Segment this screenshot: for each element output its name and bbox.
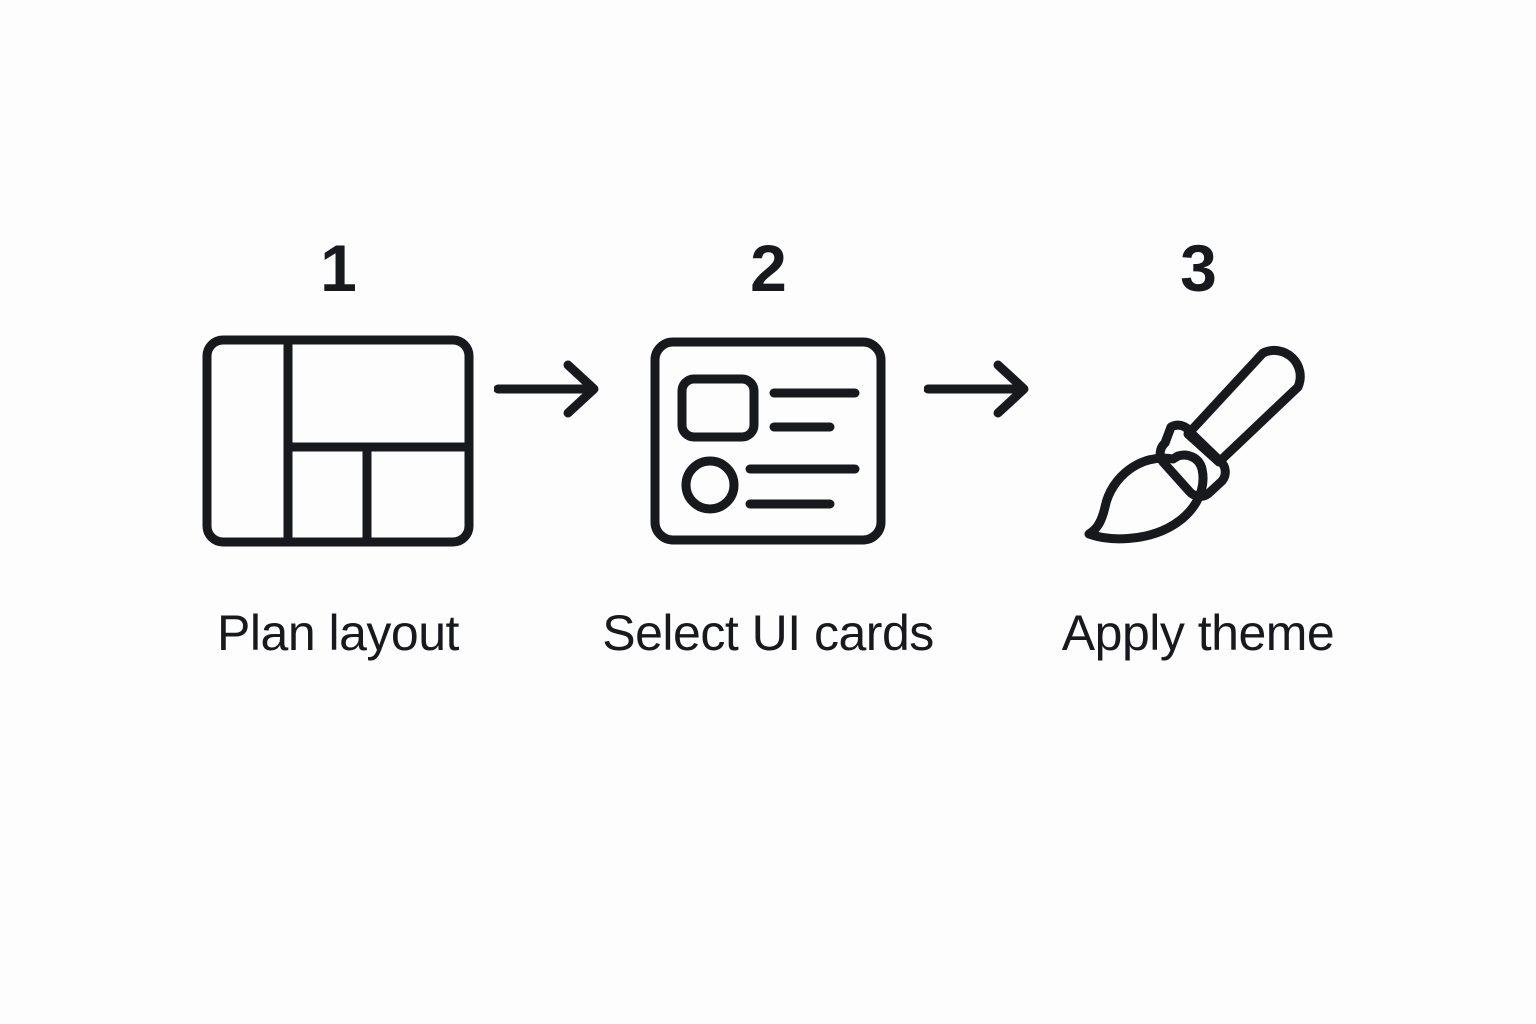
step-3-number: 3 (1180, 231, 1217, 305)
connector-2 (918, 232, 1048, 546)
step-2[interactable]: 2 Select UI cards (602, 231, 934, 658)
step-1-label: Plan layout (217, 605, 459, 661)
arrow-right-icon (494, 360, 599, 418)
process-flow-steps: 1 Plan layout (0, 232, 1536, 658)
layout-grid-icon (202, 335, 474, 547)
step-1[interactable]: 1 Plan layout (188, 232, 488, 658)
arrow-right-icon (924, 360, 1029, 418)
step-3-label: Apply theme (1061, 605, 1335, 661)
step-2-label: Select UI cards (602, 605, 934, 661)
connector-1 (488, 232, 618, 546)
step-2-number: 2 (750, 231, 787, 305)
paintbrush-icon (1083, 336, 1313, 546)
step-3[interactable]: 3 Apply theme (1048, 232, 1348, 658)
step-1-number: 1 (320, 231, 357, 305)
ui-card-icon (650, 336, 886, 546)
